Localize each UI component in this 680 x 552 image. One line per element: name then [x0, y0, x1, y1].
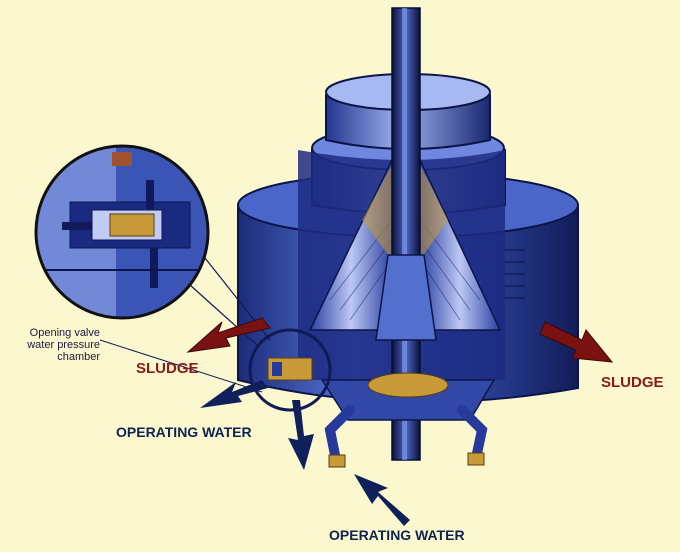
- bowl-thread-detail: [505, 249, 525, 299]
- operating-water-arrow-mid: [288, 400, 314, 470]
- base-hub: [367, 372, 449, 398]
- opening-valve-label-line1: Opening valve: [29, 327, 100, 339]
- operating-water-label-bottom: OPERATING WATER: [329, 527, 465, 543]
- sludge-label-right: SLUDGE: [601, 374, 664, 391]
- operating-water-arrow-bottom: [354, 474, 410, 526]
- sludge-arrow-right: [539, 321, 614, 363]
- sludge-arrow-left: [186, 317, 271, 353]
- inset-leader-line: [189, 284, 259, 347]
- opening-valve-highlight: [248, 328, 332, 412]
- sludge-label-left: SLUDGE: [136, 360, 199, 377]
- centrifuge-machine: [237, 7, 579, 468]
- operating-water-arrow-left: [200, 380, 268, 408]
- brass-liner-left: [362, 165, 392, 260]
- water-inlet-pipe-right: [457, 405, 488, 466]
- water-inlet-pipe-left: [324, 405, 355, 468]
- opening-valve-label-line2: water pressure: [27, 339, 100, 351]
- opening-valve-label-line3: chamber: [57, 351, 100, 363]
- opening-valve-inset: [34, 144, 210, 320]
- brass-liner-right: [420, 165, 448, 260]
- shaft-highlight: [402, 8, 407, 460]
- opening-valve-label: Opening valve water pressure chamber: [8, 327, 100, 363]
- distributor-cone: [375, 254, 437, 341]
- opening-valve-detail: [267, 357, 313, 381]
- operating-water-label-top: OPERATING WATER: [116, 424, 252, 440]
